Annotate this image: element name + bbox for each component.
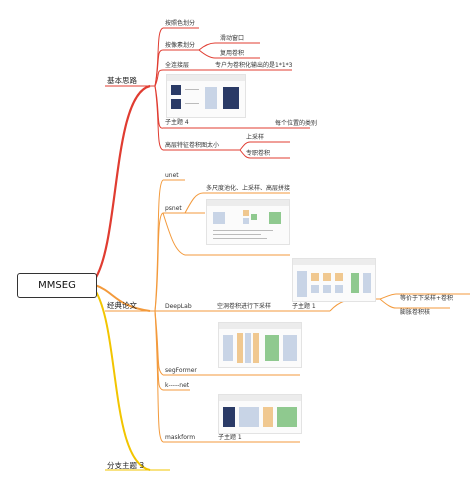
root-node[interactable]: MMSEG xyxy=(17,273,97,298)
node-subtopic1a[interactable]: 子主题 1 xyxy=(292,303,316,310)
node-subtopic4[interactable]: 子主题 4 xyxy=(165,119,189,126)
connector-papers xyxy=(94,284,151,312)
node-subtopic1b[interactable]: 子主题 1 xyxy=(218,434,242,441)
node-special-conv[interactable]: 专职卷积 xyxy=(246,150,271,157)
deeplab-image xyxy=(292,258,376,302)
node-psnet-note[interactable]: 多尺度池化、上采样、高层拼接 xyxy=(206,185,291,192)
connector-branch3 xyxy=(94,289,151,471)
node-deeplab-note[interactable]: 空洞卷积进行下采样 xyxy=(217,303,272,310)
segformer-image xyxy=(218,322,302,368)
node-knet[interactable]: k-----net xyxy=(165,382,190,389)
psnet-image xyxy=(206,199,290,245)
branch-3[interactable]: 分支主题 3 xyxy=(107,461,145,470)
maskform-image xyxy=(218,394,302,434)
branch-papers[interactable]: 经典论文 xyxy=(107,301,137,310)
node-feat-size[interactable]: 高层特征卷积图太小 xyxy=(165,142,220,149)
node-deeplab-eq[interactable]: 等价于下采样+卷积 xyxy=(400,295,454,302)
branch-basic[interactable]: 基本思路 xyxy=(107,76,137,85)
node-unet[interactable]: unet xyxy=(165,172,179,179)
node-pixel-type[interactable]: 按像素划分 xyxy=(165,42,196,49)
node-maskform[interactable]: maskform xyxy=(165,434,196,441)
node-slide-window[interactable]: 滑动窗口 xyxy=(220,35,245,42)
subtopic4-image xyxy=(166,74,246,118)
node-per-pos-class[interactable]: 每个位置的类别 xyxy=(275,120,318,127)
node-deeplab[interactable]: DeepLab xyxy=(165,303,192,310)
node-psnet[interactable]: psnet xyxy=(165,205,182,212)
node-fc-note[interactable]: 专户为卷积化输出的是1*1*3 xyxy=(215,62,293,69)
node-step-pixel[interactable]: 按照色划分 xyxy=(165,20,196,27)
node-reuse-conv[interactable]: 复用卷积 xyxy=(220,50,245,57)
node-fc-layer[interactable]: 全连接层 xyxy=(165,62,190,69)
node-upsample[interactable]: 上采样 xyxy=(246,134,265,141)
connector-basic xyxy=(94,84,151,280)
node-dilated[interactable]: 膨胀卷积核 xyxy=(400,309,431,316)
node-segformer[interactable]: segFormer xyxy=(165,367,197,374)
